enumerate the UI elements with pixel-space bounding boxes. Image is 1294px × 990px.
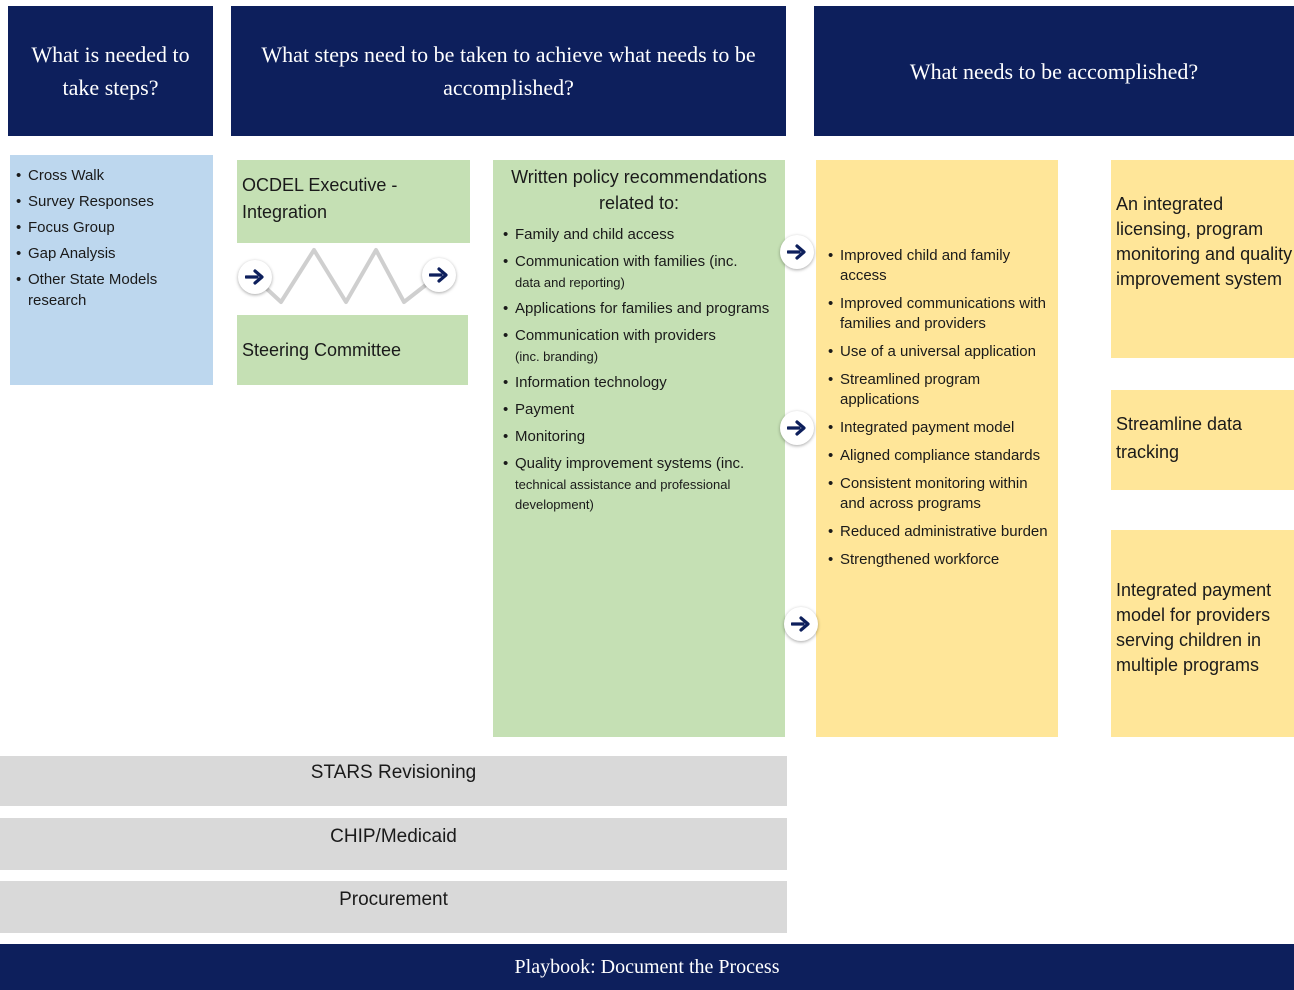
outcomes-list: Improved child and family access Improve… [828, 246, 1050, 570]
list-item: Communication with providers(inc. brandi… [503, 325, 779, 367]
policy-title: Written policy recommendations related t… [511, 167, 767, 213]
stars-revisioning-bar: STARS Revisioning [0, 756, 787, 806]
list-item: Cross Walk [16, 165, 207, 186]
steering-box: Steering Committee [237, 315, 468, 385]
arrow-right-icon [422, 258, 456, 292]
inputs-box: Cross Walk Survey Responses Focus Group … [10, 155, 213, 385]
list-item: Other State Models research [16, 269, 207, 311]
list-item: Use of a universal application [828, 342, 1050, 362]
arrow-right-icon [780, 235, 814, 269]
list-item: Family and child access [503, 224, 779, 246]
list-item: Improved child and family access [828, 246, 1050, 286]
list-item: Information technology [503, 372, 779, 394]
executive-label: OCDEL Executive - Integration [242, 175, 398, 222]
header-steps: What steps need to be taken to achieve w… [231, 6, 786, 136]
goal-data-box: Streamline data tracking [1111, 390, 1294, 490]
footer-banner: Playbook: Document the Process [0, 944, 1294, 990]
list-item: Applications for families and programs [503, 298, 779, 320]
list-item: Integrated payment model [828, 418, 1050, 438]
list-item: Streamlined program applications [828, 370, 1050, 410]
list-item: Focus Group [16, 217, 207, 238]
arrow-right-icon [238, 260, 272, 294]
goal-payment-box: Integrated payment model for providers s… [1111, 530, 1294, 737]
bar-label: CHIP/Medicaid [330, 826, 457, 847]
executive-box: OCDEL Executive - Integration [237, 160, 470, 243]
header-what-is-needed: What is needed to take steps? [8, 6, 213, 136]
arrow-right-icon [784, 607, 818, 641]
list-item: Reduced administrative burden [828, 522, 1050, 542]
outcomes-box: Improved child and family access Improve… [816, 160, 1058, 737]
policy-list: Family and child access Communication wi… [499, 224, 779, 515]
list-item: Payment [503, 399, 779, 421]
chip-medicaid-bar: CHIP/Medicaid [0, 818, 787, 870]
list-item: Monitoring [503, 426, 779, 448]
policy-box: Written policy recommendations related t… [493, 160, 785, 737]
list-item: Quality improvement systems (inc.technic… [503, 453, 779, 515]
steering-label: Steering Committee [242, 340, 402, 360]
footer-label: Playbook: Document the Process [514, 955, 780, 978]
list-item: Communication with families (inc.data an… [503, 251, 779, 293]
goal-licensing-label: An integrated licensing, program monitor… [1116, 194, 1293, 289]
list-item: Aligned compliance standards [828, 446, 1050, 466]
bar-label: STARS Revisioning [310, 762, 477, 783]
zigzag-connector [252, 248, 438, 304]
goal-data-label: Streamline data tracking [1116, 414, 1243, 462]
list-item: Consistent monitoring within and across … [828, 474, 1050, 514]
goal-payment-label: Integrated payment model for providers s… [1116, 580, 1272, 675]
list-item: Improved communications with families an… [828, 294, 1050, 334]
arrow-right-icon [780, 411, 814, 445]
goal-licensing-box: An integrated licensing, program monitor… [1111, 160, 1294, 358]
header-accomplished: What needs to be accomplished? [814, 6, 1294, 136]
procurement-bar: Procurement [0, 881, 787, 933]
bar-label: Procurement [339, 889, 448, 910]
list-item: Gap Analysis [16, 243, 207, 264]
list-item: Strengthened workforce [828, 550, 1050, 570]
inputs-list: Cross Walk Survey Responses Focus Group … [16, 165, 207, 311]
list-item: Survey Responses [16, 191, 207, 212]
